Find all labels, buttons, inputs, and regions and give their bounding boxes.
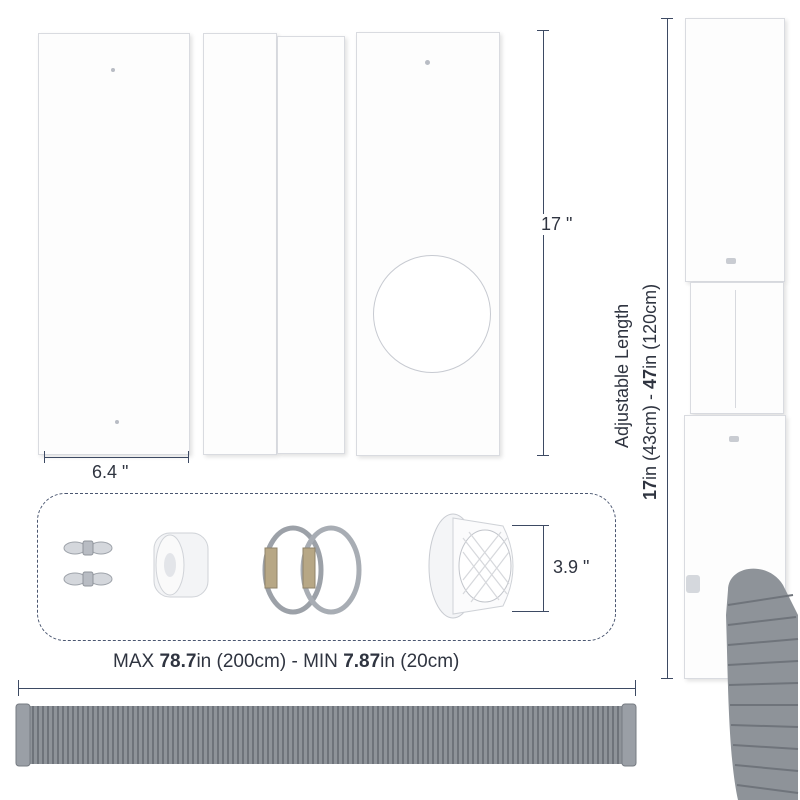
- panel-width-label: 6.4 ": [92, 462, 129, 482]
- exhaust-hose: [15, 703, 637, 767]
- assembled-panel-middle: [690, 282, 784, 414]
- accessories-box: [37, 493, 616, 641]
- panel-height-label: 17 ": [539, 214, 575, 235]
- hose-dimension-line: [18, 688, 635, 689]
- height-dimension-line: [543, 30, 544, 456]
- adjustable-dimension-line: [667, 18, 668, 678]
- vent-diameter-label: 3.9 ": [553, 557, 590, 577]
- hose-clip-icon: [686, 575, 700, 593]
- panel-screw-hole: [425, 60, 430, 65]
- panel-screw-hole: [115, 420, 119, 424]
- hose-max-unit: in (200cm) - MIN: [196, 651, 344, 672]
- max-length-unit: in (120cm): [640, 283, 660, 369]
- vent-hole: [373, 255, 491, 373]
- hose-clamp-icon: [262, 525, 362, 615]
- panel-screw-hole: [111, 68, 115, 72]
- hose-min-unit: in (20cm): [380, 651, 460, 672]
- assembled-panel-top: [685, 18, 785, 282]
- width-dimension-line: [44, 457, 188, 458]
- adjustable-length-range: 17in (43cm) - 47in (120cm): [640, 284, 661, 500]
- hose-min-value: 7.87: [343, 651, 381, 672]
- wing-screw-icon: [729, 436, 739, 442]
- wing-nut-icon: [63, 571, 113, 587]
- window-panel-2-right: [277, 36, 345, 454]
- window-panel-2-left: [203, 33, 277, 455]
- adjustable-length-label: Adjustable Length: [612, 303, 632, 448]
- window-panel-vent: [356, 32, 500, 456]
- hose-max-prefix: MAX: [113, 651, 160, 672]
- vent-dimension-line: [543, 525, 544, 611]
- wing-screw-icon: [726, 258, 736, 264]
- hose-length-label: MAX 78.7in (200cm) - MIN 7.87in (20cm): [113, 651, 459, 673]
- window-panel-1: [38, 33, 190, 455]
- min-length-value: 17: [640, 479, 660, 500]
- wing-nut-icon: [63, 540, 113, 556]
- connected-hose: [726, 568, 799, 800]
- hose-max-value: 78.7: [159, 651, 197, 672]
- spool-icon: [153, 532, 209, 598]
- max-length-value: 47: [640, 368, 660, 389]
- vent-adapter-icon: [428, 513, 514, 619]
- min-length-unit: in (43cm) -: [640, 388, 660, 480]
